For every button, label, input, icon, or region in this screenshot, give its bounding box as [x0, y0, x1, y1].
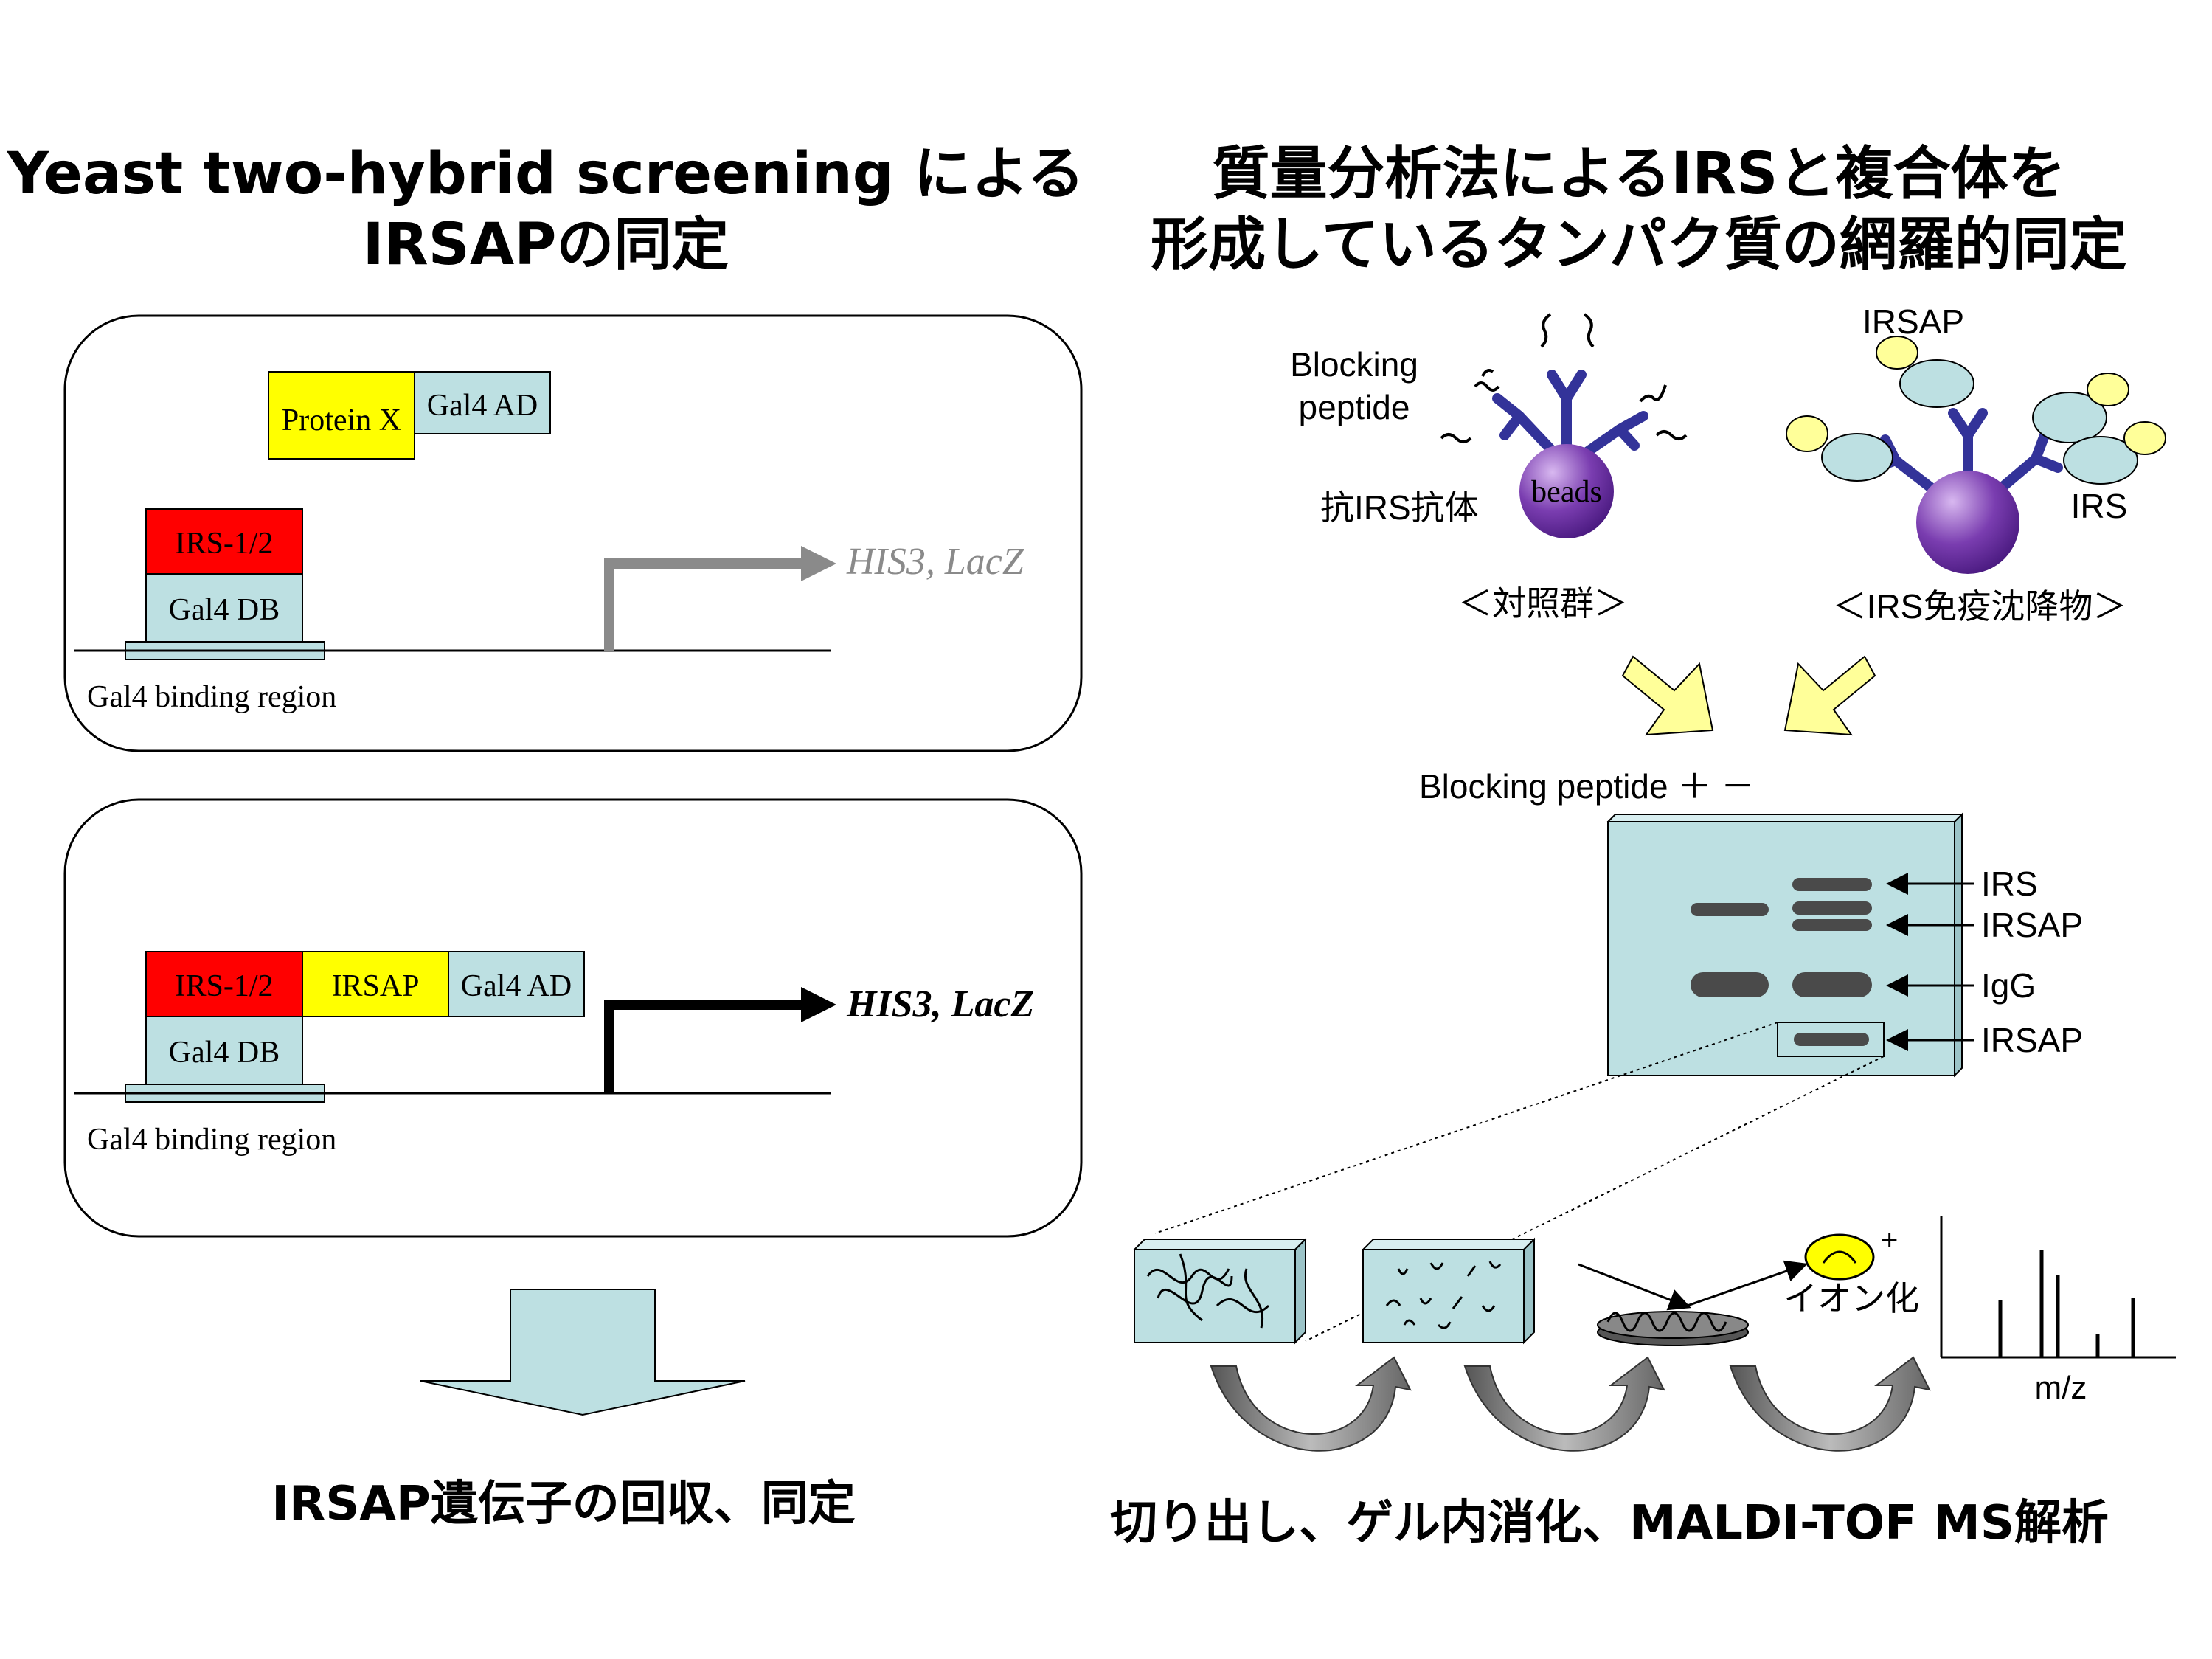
irsap-protein: [2087, 373, 2129, 406]
irs-protein: [1899, 359, 1974, 408]
left-title-line2: IRSAPの同定: [363, 212, 729, 278]
gel-band: [1792, 901, 1872, 915]
irsap-box: [302, 951, 449, 1017]
irs12-box: [145, 508, 303, 575]
irs12-label: IRS-1/2: [175, 527, 273, 561]
gal4-db-label: Gal4 DB: [169, 593, 280, 627]
ionization-label: イオン化: [1783, 1279, 1919, 1317]
mz-label: m/z: [2035, 1370, 2087, 1406]
left-title-line1: Yeast two-hybrid screening による: [7, 141, 1085, 207]
right-title-line2: 形成しているタンパク質の網羅的同定: [1151, 212, 2127, 278]
excision-box: [1777, 1022, 1885, 1057]
reporter-label-inactive: HIS3, LacZ: [846, 541, 1024, 583]
irsap-protein: [1876, 336, 1918, 370]
ip-bead-illustration: IRSAP IRS ＜IRS免疫沈降物＞: [1786, 302, 2166, 626]
ion: [1804, 1233, 1875, 1281]
protein-x-box: [268, 371, 415, 460]
band-label: IRSAP: [1981, 1021, 2083, 1059]
gal4-ad-label: Gal4 AD: [461, 969, 572, 1003]
mass-spectrum: m/z: [1940, 1216, 2176, 1406]
irsap-protein: [2123, 421, 2166, 455]
bead: [1519, 444, 1614, 538]
anti-irs-label: 抗IRS抗体: [1320, 488, 1479, 527]
yellow-arrow-left: [1621, 655, 1714, 736]
maldi-plate: + イオン化: [1578, 1224, 1919, 1346]
irs12-label: IRS-1/2: [175, 969, 273, 1003]
gel-band: [1794, 1033, 1869, 1046]
gel-band: [1792, 919, 1872, 931]
band-label: IgG: [1981, 966, 2036, 1005]
protein-x-label: Protein X: [282, 404, 401, 437]
panel-frame: [63, 314, 1083, 752]
gel-header: Blocking peptide ＋ －: [1419, 767, 1755, 806]
gel-band: [1691, 903, 1769, 916]
left-section: Yeast two-hybrid screening による IRSAPの同定 …: [7, 141, 1085, 1531]
right-title-line1: 質量分析法によるIRSと複合体を: [1213, 141, 2066, 207]
band-label: IRSAP: [1981, 906, 2083, 944]
binding-region-label: Gal4 binding region: [87, 680, 336, 714]
bead: [1916, 471, 2019, 574]
panel-frame: [63, 798, 1083, 1238]
beads-label: beads: [1531, 475, 1602, 509]
irs-protein: [2032, 392, 2107, 443]
gal4-ad-box: [448, 951, 585, 1017]
down-arrow: [420, 1289, 746, 1416]
process-arrow: [1729, 1356, 1931, 1452]
right-result: 切り出し、ゲル内消化、MALDI-TOF MS解析: [1110, 1496, 2109, 1551]
projection-line: [1305, 1056, 1885, 1342]
band-label: IRS: [1981, 865, 2038, 903]
gal4-db-box: [145, 573, 303, 643]
gel-piece-excised: [1132, 1237, 1308, 1345]
reporter-arrowhead-active: [801, 987, 836, 1022]
reporter-label-active: HIS3, LacZ: [846, 983, 1034, 1025]
process-arrows: [1210, 1356, 1931, 1452]
irsap-label: IRSAP: [331, 969, 419, 1003]
gal4-db-box: [145, 1016, 303, 1085]
process-arrow: [1463, 1356, 1665, 1452]
reporter-arrowhead-inactive: [801, 546, 836, 581]
band-labels: IRS IRSAP IgG IRSAP: [1886, 865, 2083, 1059]
gel-band: [1691, 972, 1769, 997]
blocking-peptides: [1440, 313, 1688, 443]
gal4-ad-label: Gal4 AD: [427, 389, 538, 423]
gel-piece-digested: [1361, 1237, 1536, 1345]
gal4-ad-box: [414, 371, 551, 434]
laser-line: [1578, 1263, 1691, 1311]
antibodies: [1492, 370, 1648, 471]
yellow-arrow-right: [1783, 655, 1876, 736]
irs-protein: [1821, 433, 1893, 482]
blocking-label-line1: Blocking: [1290, 345, 1418, 384]
panel-without-interaction: Protein X Gal4 AD IRS-1/2 Gal4 DB HIS3, …: [63, 314, 1083, 752]
irsap-top-label: IRSAP: [1862, 302, 1964, 341]
irs-protein: [2063, 436, 2138, 485]
projection-line: [1154, 1022, 1778, 1234]
gal4-db-label: Gal4 DB: [169, 1036, 280, 1070]
process-arrow: [1210, 1356, 1412, 1452]
reporter-arrow-inactive: [604, 558, 804, 651]
irs-label: IRS: [2071, 487, 2128, 525]
binding-region-label: Gal4 binding region: [87, 1123, 336, 1157]
gel-band: [1792, 972, 1872, 997]
control-bead-illustration: Blocking peptide 抗IRS抗体 beads ＜対照群＞: [1290, 313, 1688, 623]
gel: [1606, 812, 1964, 1078]
gel-band: [1792, 878, 1872, 891]
ion-line: [1682, 1260, 1808, 1309]
control-label: ＜対照群＞: [1458, 584, 1628, 623]
irsap-protein: [1786, 415, 1828, 452]
blocking-label-line2: peptide: [1299, 388, 1410, 426]
right-section: 質量分析法によるIRSと複合体を 形成しているタンパク質の網羅的同定 Block…: [1110, 141, 2176, 1551]
ip-label: ＜IRS免疫沈降物＞: [1833, 587, 2127, 626]
reporter-arrow-active: [604, 1000, 804, 1093]
gel-body: [1607, 821, 1955, 1076]
panel-with-interaction: IRS-1/2 IRSAP Gal4 AD Gal4 DB HIS3, LacZ…: [63, 798, 1083, 1238]
left-result: IRSAP遺伝子の回収、同定: [271, 1477, 856, 1531]
ion-plus: +: [1881, 1224, 1898, 1256]
